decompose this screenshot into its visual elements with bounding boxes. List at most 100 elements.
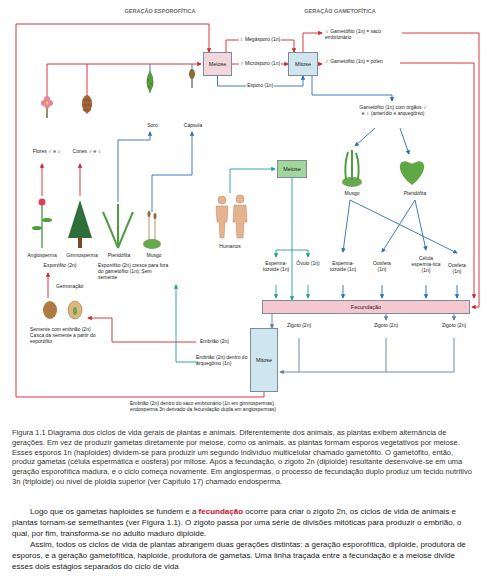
- cycle-line: [292, 250, 308, 257]
- plant-illustration: [42, 218, 52, 222]
- edge-label: Esporo (1n): [246, 83, 274, 89]
- paragraph: Assim, todos os ciclos de vida de planta…: [12, 539, 478, 572]
- diagram-label: Zigoto (2n): [440, 322, 468, 328]
- diagram-label: ♂ Gametófito (1n) = pólen: [325, 58, 400, 64]
- cycle-line: [312, 76, 392, 101]
- cycle-line: [42, 33, 479, 372]
- edge-label: ♂ Micrósporo (1n): [239, 61, 281, 67]
- plant-illustration: [44, 96, 50, 102]
- plant-illustration: [148, 86, 150, 88]
- cycle-line: [415, 200, 426, 250]
- diagram-label: Óvulo (1n): [296, 260, 320, 266]
- cycle-line: [355, 128, 375, 146]
- plant-illustration: [192, 78, 193, 88]
- process-box: Mitose: [250, 328, 278, 392]
- generation-heading: GERAÇÃO GAMETOFÍTICA: [290, 8, 390, 15]
- box-label: Meiose: [209, 61, 227, 67]
- diagram-label: Pteridófita: [99, 252, 139, 258]
- cycle-line: [88, 318, 196, 342]
- cycle-line: [382, 200, 415, 252]
- paragraph: Logo que os gametas haploides se fundem …: [12, 506, 478, 539]
- diagram-label: Cones ♂ e ♀: [68, 148, 106, 154]
- plant-illustration: [189, 69, 195, 79]
- cycle-line: [457, 285, 458, 298]
- diagram-label: Zigoto (2n): [372, 322, 400, 328]
- diagram-label: Pteridófita: [395, 190, 435, 196]
- diagram-label: Musgo: [139, 252, 169, 258]
- cycle-line: [118, 132, 150, 202]
- plant-illustration: [41, 205, 42, 248]
- plant-illustration: [32, 226, 42, 230]
- generation-heading: GERAÇÃO ESPOROFÍTICA: [110, 8, 210, 15]
- body-text: Assim, todos os ciclos de vida de planta…: [12, 540, 466, 571]
- diagram-label: Embrião (2n) dentro do arquegônio (1n): [196, 354, 250, 366]
- keyword: fecundação: [199, 507, 243, 516]
- process-box: Meiose: [203, 52, 232, 76]
- diagram-label: Oosfera (1n): [368, 260, 396, 272]
- cycle-line: [276, 250, 292, 257]
- cycle-line: [308, 285, 309, 298]
- box-label: Meiose: [283, 166, 301, 172]
- diagram-label: Gametófito (1n) com órgãos ♂ e ♀ (anterí…: [358, 104, 428, 116]
- diagram-label: Humanos: [210, 243, 250, 249]
- diagram-label: Angiosperma: [20, 252, 64, 258]
- cycle-line: [318, 64, 322, 65]
- human-figure: [216, 206, 228, 238]
- plant-illustration: [103, 204, 133, 248]
- connector: [16, 24, 264, 397]
- diagram-label: Célula esperma-tica (1n): [410, 255, 442, 273]
- cycle-line: [47, 64, 201, 118]
- connector: [272, 314, 273, 328]
- human-figure: [216, 195, 247, 238]
- body-text: Logo que os gametas haploides se fundem …: [12, 506, 478, 572]
- diagram-label: Esporófito (2n): [35, 262, 85, 268]
- plant-illustration: [82, 100, 92, 110]
- cycle-line: [230, 169, 275, 193]
- process-box: Mitose: [288, 52, 318, 76]
- cycle-line: [350, 200, 457, 253]
- cycle-line: [386, 314, 387, 320]
- human-figure: [233, 205, 247, 238]
- cycle-line: [386, 338, 387, 372]
- diagram-label: Semente com embrião (2n) Casca da sement…: [30, 326, 105, 344]
- cycle-line: [299, 338, 300, 372]
- cycle-line: [276, 285, 277, 298]
- plant-illustration: [82, 95, 92, 113]
- diagram-label: Cápsula: [178, 122, 208, 128]
- cycle-line: [280, 338, 454, 372]
- diagram-label: Esperma-tozoide (1n): [262, 260, 290, 272]
- plant-illustration: [147, 79, 149, 81]
- cycle-line: [400, 63, 474, 298]
- diagram-label: Oosfera (1n): [444, 262, 470, 274]
- cycle-line: [42, 164, 43, 196]
- diagram-label: Flores ♂ e ♀: [28, 148, 66, 154]
- cycle-line: [80, 164, 81, 196]
- figure-caption: Figura 1.1 Diagrama dos ciclos de vida g…: [12, 428, 478, 487]
- diagram-label: Musgo: [335, 190, 369, 196]
- cycle-line: [48, 273, 49, 298]
- cycle-line: [343, 285, 344, 298]
- diagram-label: ♀ Gametófito (1n) = saco embrionário: [325, 28, 400, 40]
- cycle-line: [454, 314, 455, 320]
- plant-illustration: [151, 83, 153, 85]
- box-label: Mitose: [256, 357, 272, 363]
- diagram-label: Zigoto (2n): [285, 322, 313, 328]
- process-box: Meiose: [277, 160, 307, 178]
- plant-illustration: [68, 200, 92, 238]
- plant-illustration: [400, 161, 424, 185]
- diagram-label: Germinação: [56, 283, 96, 289]
- plant-illustration: [73, 307, 77, 315]
- body-text: Logo que os gametas haploides se fundem …: [30, 507, 196, 516]
- process-box: Fecundação: [262, 300, 470, 314]
- cycle-line: [176, 285, 198, 362]
- connector: [292, 178, 293, 300]
- cycle-line: [303, 33, 322, 52]
- plant-illustration: [345, 150, 358, 180]
- plant-illustration: [143, 239, 161, 249]
- plant-illustration: [43, 301, 57, 319]
- plant-illustration: [39, 199, 46, 206]
- diagram-label: Embrião (2n) dentro do saco embrionário …: [130, 400, 280, 412]
- human-figure: [236, 195, 244, 203]
- cycle-line: [343, 200, 350, 252]
